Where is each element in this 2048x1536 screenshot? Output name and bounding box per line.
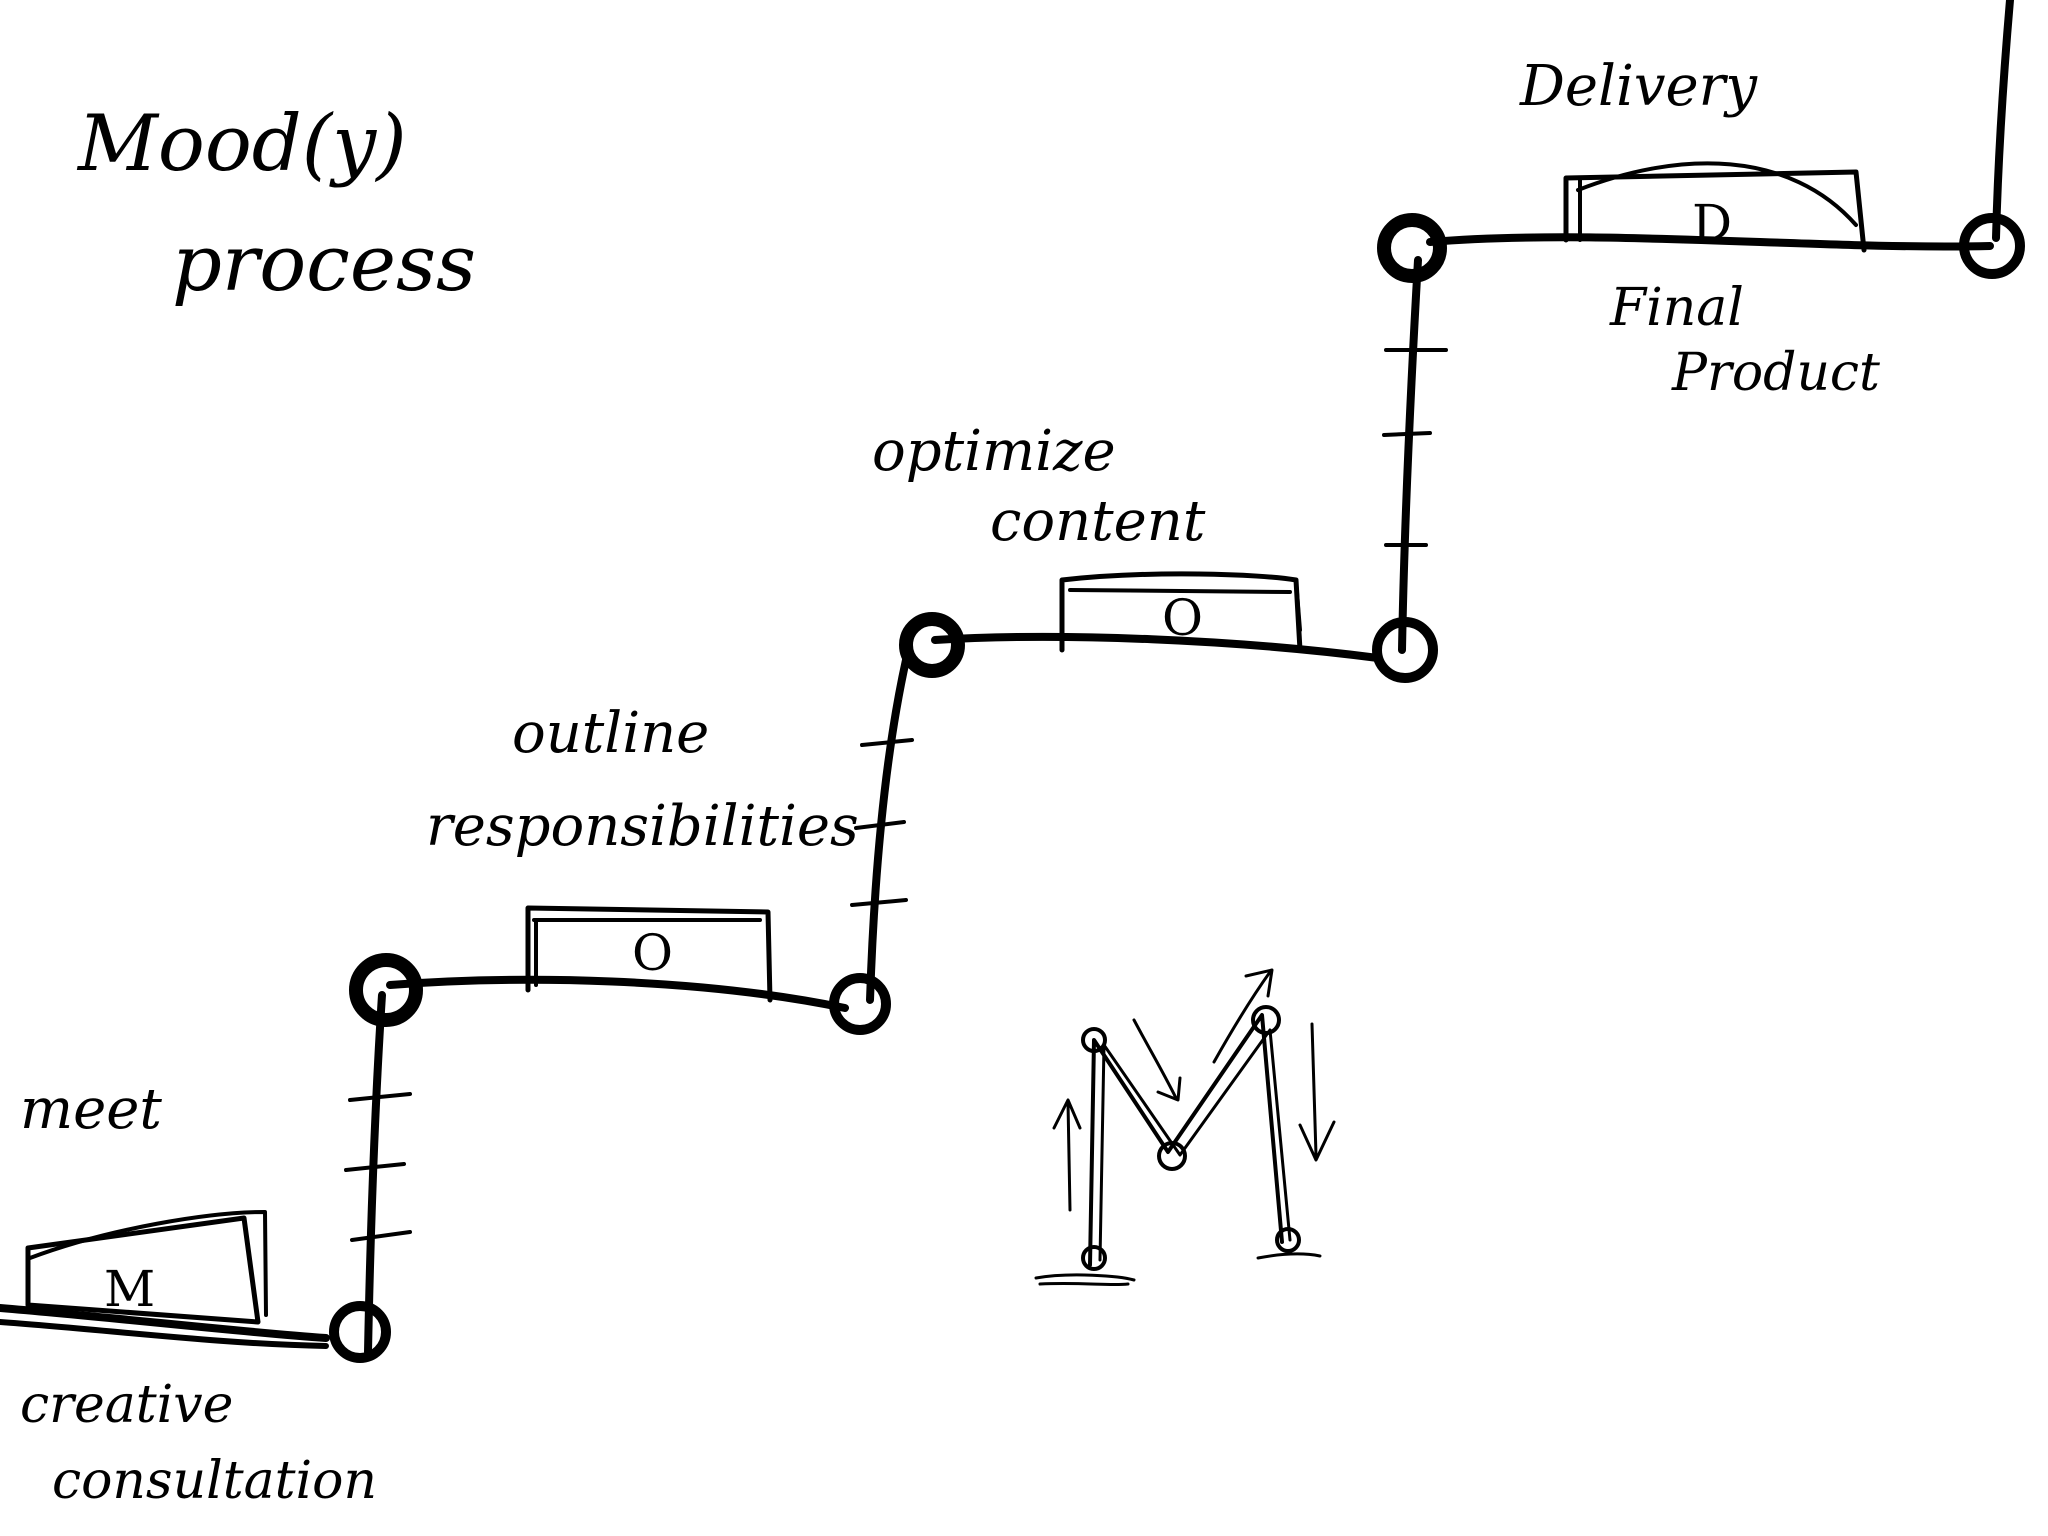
step-box-o2: O xyxy=(1059,571,1303,653)
label-product: Product xyxy=(1671,343,1880,403)
riser-ticks xyxy=(344,348,1448,1242)
step-box-o1-letter: O xyxy=(632,924,673,982)
label-consultation: consultation xyxy=(52,1451,377,1511)
step-box-o1: O xyxy=(525,905,773,1003)
step-box-d: D xyxy=(1563,161,1867,253)
riser-1 xyxy=(364,991,386,1356)
label-responsibilities: responsibilities xyxy=(426,794,859,859)
staircase xyxy=(0,0,2025,1363)
joints xyxy=(329,213,2025,1363)
m-figure-drawing xyxy=(1034,968,1336,1287)
step-box-m: M xyxy=(25,1210,268,1325)
label-outline: outline xyxy=(512,701,709,766)
title-line1: Mood(y) xyxy=(76,99,407,189)
label-creative: creative xyxy=(20,1375,233,1435)
label-optimize: optimize xyxy=(872,419,1116,484)
floor-meet-shadow xyxy=(0,1319,329,1349)
riser-2 xyxy=(866,656,910,1004)
step-box-o2-letter: O xyxy=(1162,589,1203,647)
step-box-d-letter: D xyxy=(1692,194,1732,252)
step-box-m-letter: M xyxy=(104,1260,155,1318)
floor-meet xyxy=(0,1304,330,1342)
label-content: content xyxy=(990,489,1206,554)
label-final: Final xyxy=(1609,278,1744,338)
floor-delivery xyxy=(1426,233,1994,251)
label-delivery: Delivery xyxy=(1519,54,1758,119)
riser-4 xyxy=(1992,0,2014,242)
floor-optimize xyxy=(931,632,1382,662)
floor-outline xyxy=(386,975,849,1012)
riser-3 xyxy=(1398,256,1422,654)
label-meet: meet xyxy=(20,1077,162,1142)
title-line2: process xyxy=(172,219,476,309)
